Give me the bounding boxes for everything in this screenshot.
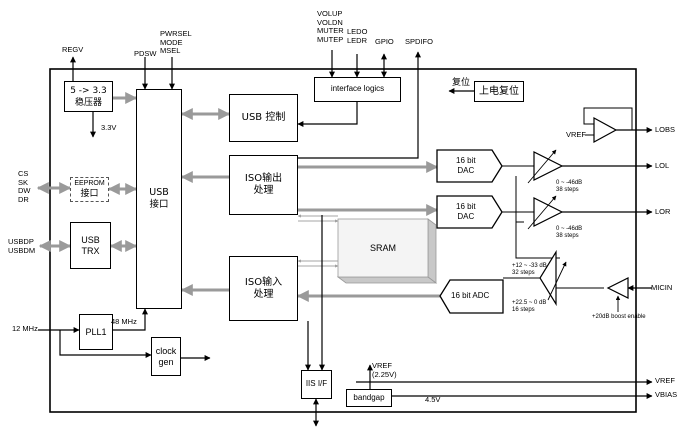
eeprom-interface-label: 接口 [80, 188, 99, 199]
label-4v5: 4.5V [425, 395, 441, 404]
wire-spdifo [298, 51, 421, 159]
sram-bottom [336, 276, 438, 284]
iis-block: IIS I/F [301, 370, 332, 399]
adc-pga-arrow [547, 261, 567, 301]
wire-adc-mux [515, 176, 560, 259]
label-vref-lobs: VREF [566, 130, 587, 139]
pin-eeprom-bus: CS SK DW DR [18, 169, 31, 204]
reset-label: 复位 [452, 78, 471, 88]
adc-pga [539, 249, 557, 307]
sram-label: SRAM [370, 243, 397, 253]
usb-trx-block: USB TRX [70, 222, 111, 269]
bandgap-block: bandgap [346, 389, 392, 407]
att-left-arrow [527, 149, 557, 184]
power-on-reset-block: 上电复位 [474, 81, 524, 102]
pin-usb-dpdm: USBDP USBDM [8, 237, 36, 255]
wire-48mhz [113, 308, 148, 331]
usb-control-block: USB 控制 [229, 94, 298, 142]
pin-regv: REGV [62, 45, 84, 54]
pin-lobs: LOBS [655, 125, 676, 134]
eeprom-label: EEPROM [74, 179, 105, 187]
regulator-block: 5 -> 3.3 稳压器 [64, 81, 113, 112]
sram-face [337, 218, 429, 278]
iso-output-block: ISO输出 处理 [229, 155, 298, 215]
dac-left-label: 16 bit DAC [456, 156, 476, 175]
dac-left-shape [436, 149, 503, 183]
pin-lor: LOR [655, 207, 671, 216]
lobs-buffer [593, 116, 618, 144]
adc-gain-note-b: +22.5 ~ 0 dB 16 steps [512, 300, 547, 313]
adc-shape [439, 279, 504, 314]
label-3v3: 3.3V [101, 123, 117, 132]
dac-right-shape [436, 195, 503, 229]
usb-interface-block: USB 接口 [136, 89, 182, 309]
iso-input-block: ISO输入 处理 [229, 256, 298, 321]
pin-12mhz: 12 MHz [12, 324, 38, 333]
pin-led: LEDO LEDR [347, 27, 368, 45]
pin-micin: MICIN [651, 283, 673, 292]
att-left-triangle [533, 151, 564, 181]
att-right-triangle [533, 197, 564, 227]
sram-side [427, 218, 437, 284]
adc-label: 16 bit ADC [451, 291, 490, 300]
interface-logics-block: interface logics [314, 77, 401, 102]
wire-iface-ctrl [297, 102, 358, 127]
clock-gen-block: clock gen [151, 337, 181, 376]
attenuator-left-note: 0 ~ -46dB 38 steps [556, 180, 583, 193]
mic-boost-amp [606, 277, 629, 299]
adc-gain-note-a: +12 ~ -33 dB 32 steps [512, 263, 547, 276]
pin-pdsw: PDSW [134, 49, 157, 58]
dac-right-label: 16 bit DAC [456, 202, 476, 221]
eeprom-interface-block: EEPROM 接口 [70, 177, 109, 202]
pin-vbias: VBIAS [655, 390, 678, 399]
pin-pwrsel: PWRSEL MODE MSEL [160, 29, 192, 55]
pin-spdifo: SPDIFO [405, 37, 433, 46]
pin-volume: VOLUP VOLDN MUTER MUTEP [317, 9, 344, 44]
pll-block: PLL1 [79, 314, 113, 350]
pin-vref: VREF [655, 376, 676, 385]
att-right-arrow [527, 195, 557, 230]
pin-gpio: GPIO [375, 37, 394, 46]
mic-boost-note: +20dB boost enable [592, 314, 646, 320]
pin-lol: LOL [655, 161, 670, 170]
attenuator-right-note: 0 ~ -46dB 38 steps [556, 226, 583, 239]
wire-12mhz-clk [59, 330, 152, 358]
label-48mhz: 48 MHz [111, 317, 137, 326]
label-vref-bandgap: VREF (2.25V) [372, 361, 397, 379]
